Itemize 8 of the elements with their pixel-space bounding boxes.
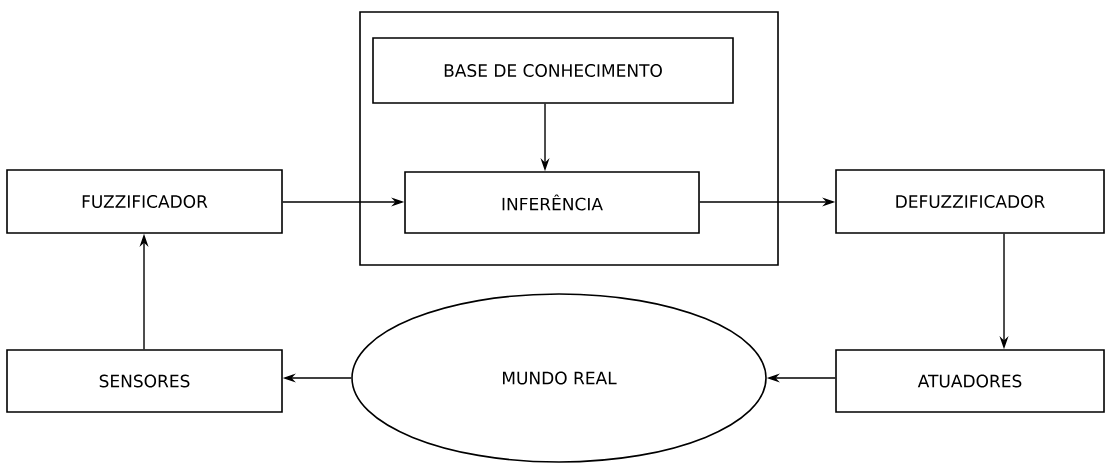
process-box: BASE DE CONHECIMENTO — [372, 37, 734, 104]
group-frame — [359, 11, 779, 266]
process-box: FUZZIFICADOR — [6, 169, 283, 234]
process-box: DEFUZZIFICADOR — [835, 169, 1105, 234]
process-box: SENSORES — [6, 349, 283, 413]
ellipse-node: MUNDO REAL — [351, 293, 767, 463]
process-box: INFERÊNCIA — [404, 171, 700, 234]
process-box: ATUADORES — [835, 349, 1105, 413]
